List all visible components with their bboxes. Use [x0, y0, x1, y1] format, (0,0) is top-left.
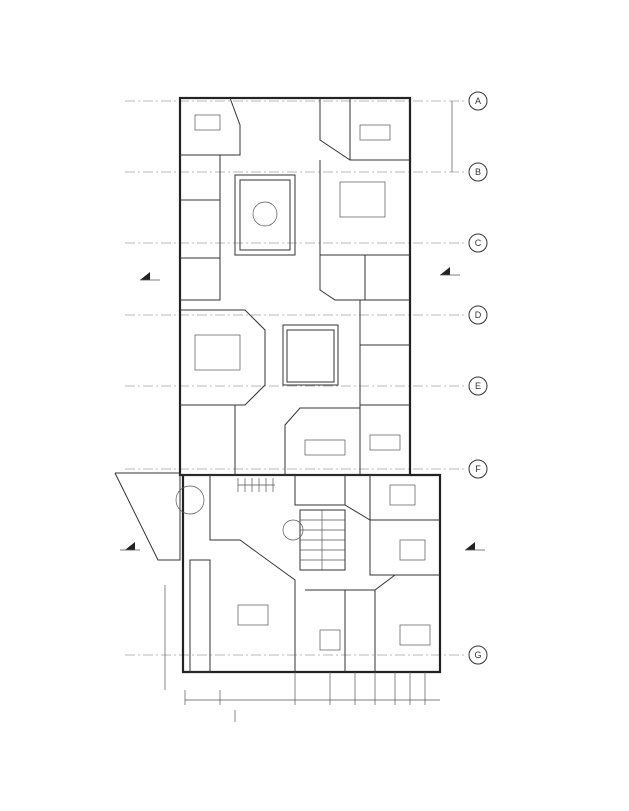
furniture	[175, 114, 431, 651]
grid-label-d: D	[475, 310, 482, 320]
grid-label-f: F	[475, 464, 481, 474]
grid-label-c: C	[475, 238, 482, 248]
dimension-lines	[164, 585, 440, 722]
grid-label-e: E	[475, 381, 481, 391]
grid-label-g: G	[474, 650, 481, 660]
section-markers	[120, 267, 485, 551]
grid-label-b: B	[475, 167, 481, 177]
grid-bubbles: A B C D E F G	[451, 91, 488, 665]
grid-label-a: A	[475, 96, 481, 106]
stairs	[237, 478, 346, 571]
exterior-walls	[114, 96, 442, 674]
interior-walls	[180, 97, 440, 672]
